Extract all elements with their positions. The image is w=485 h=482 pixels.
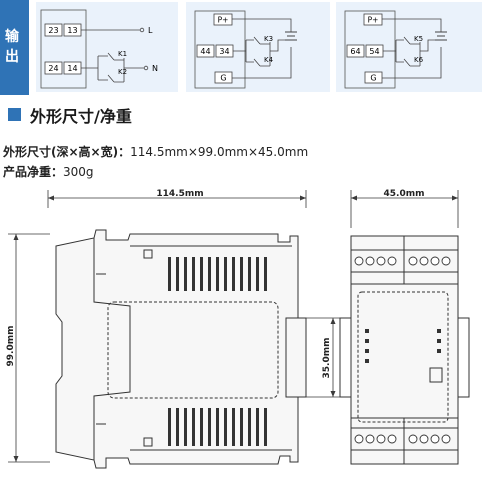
weight-label: 产品净重： <box>3 165 64 179</box>
contact-switch <box>253 36 261 67</box>
terminal-label: 34 <box>219 47 229 56</box>
terminal-point <box>143 65 149 71</box>
contact-wire <box>245 39 254 63</box>
wiring-diagram-1: 23 13 24 14 L N K1 K2 <box>36 2 178 92</box>
contact-wire <box>114 58 140 83</box>
section-title: 外形尺寸/净重 <box>30 107 132 126</box>
contact-wire <box>395 39 404 63</box>
terminal-g-label: G <box>370 74 376 83</box>
terminal-label: 24 <box>48 64 58 73</box>
wire <box>232 18 292 79</box>
dimensions-label: 外形尺寸(深×高×宽)： <box>3 145 131 159</box>
terminal-block-outline <box>40 9 87 89</box>
terminal-label: 44 <box>200 47 210 56</box>
depth-dimension-label: 114.5mm <box>156 189 203 199</box>
rail-dimension-label: 35.0mm <box>322 338 332 379</box>
terminal-box <box>44 23 63 37</box>
terminal-box <box>363 13 383 26</box>
wiring-diagram-2: P+ 44 34 G K3 K4 <box>186 2 330 92</box>
wire <box>382 18 442 79</box>
relay-label: K4 <box>264 56 274 64</box>
terminal-label: 64 <box>350 47 360 56</box>
terminal-box <box>44 61 63 75</box>
terminal-box <box>364 71 383 84</box>
wiring-diagram-3-svg: P+ 64 54 G K5 K6 <box>344 10 447 89</box>
relay-label: K6 <box>414 56 424 64</box>
terminal-point <box>139 27 145 33</box>
terminal-block-outline <box>194 10 246 89</box>
terminal-label: 14 <box>67 64 77 73</box>
output-label-l: L <box>148 26 153 35</box>
terminal-p-label: P+ <box>218 16 229 25</box>
weight-line: 产品净重：300g <box>3 163 94 180</box>
contact-wire <box>97 55 108 81</box>
front-view-screw-terminals <box>354 256 451 444</box>
wiring-diagram-2-svg: P+ 44 34 G K3 K4 <box>194 10 297 89</box>
output-label-n: N <box>152 64 158 73</box>
tab-label-line2: 出 <box>5 49 19 65</box>
terminal-g-label: G <box>220 74 226 83</box>
dimensions-value: 114.5mm×99.0mm×45.0mm <box>130 145 309 159</box>
terminal-label: 23 <box>48 26 58 35</box>
front-view-leds <box>365 329 441 363</box>
output-section-tab: 输 出 <box>0 0 29 95</box>
contact-wire <box>410 39 441 67</box>
contact-switch <box>403 36 411 67</box>
terminal-label: 54 <box>369 47 379 56</box>
terminal-box <box>214 71 233 84</box>
terminal-box <box>213 13 233 26</box>
output-wiring-strip: 输 出 23 13 24 14 L N K1 K2 <box>0 0 485 95</box>
contact-switch <box>107 52 115 83</box>
dimensions-line: 外形尺寸(深×高×宽)：114.5mm×99.0mm×45.0mm <box>3 143 308 160</box>
weight-value: 300g <box>63 165 94 179</box>
relay-label: K2 <box>118 68 127 76</box>
front-view-housing <box>339 235 470 465</box>
terminal-box <box>196 44 215 58</box>
width-dimension-label: 45.0mm <box>384 189 425 199</box>
wiring-diagram-3: P+ 64 54 G K5 K6 <box>336 2 482 92</box>
relay-label: K5 <box>414 35 423 43</box>
dimension-drawing: 114.5mm 45.0mm 99.0mm 35.0mm <box>6 189 470 469</box>
section-marker-icon <box>8 108 21 121</box>
wiring-diagram-1-svg: 23 13 24 14 L N K1 K2 <box>40 9 158 89</box>
terminal-p-label: P+ <box>368 16 379 25</box>
battery-icon <box>285 31 297 41</box>
side-view-ribs <box>168 257 267 446</box>
terminal-block-outline <box>344 10 396 89</box>
relay-label: K1 <box>118 50 127 58</box>
side-view-housing <box>55 229 307 469</box>
terminal-label: 13 <box>67 26 77 35</box>
contact-wire <box>260 39 291 67</box>
tab-label-line1: 输 <box>5 29 19 45</box>
battery-icon <box>435 31 447 41</box>
terminal-box <box>346 44 365 58</box>
relay-label: K3 <box>264 35 273 43</box>
height-dimension-label: 99.0mm <box>6 326 16 367</box>
